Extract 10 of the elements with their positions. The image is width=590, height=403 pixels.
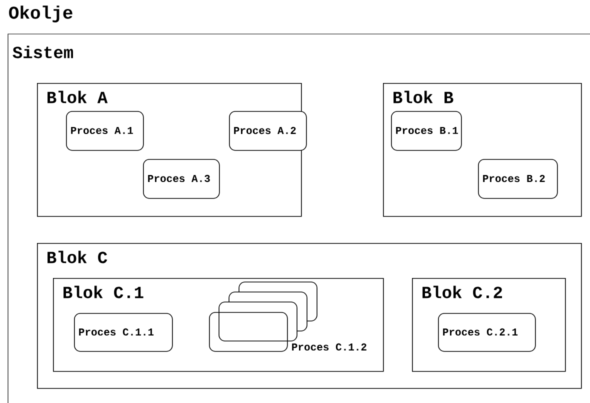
node-label: Proces C.1.2 <box>292 343 366 351</box>
stacked-process-box: Proces C.1.2 <box>209 282 366 352</box>
heading: Okolje <box>9 6 72 22</box>
process-box: Proces C.1.1 <box>74 313 173 352</box>
process-box: Proces A.1 <box>66 111 144 151</box>
process-box: Proces B.2 <box>478 158 558 199</box>
process-box: Proces C.2.1 <box>438 313 536 352</box>
process-box: Proces B.1 <box>391 111 462 151</box>
process-box: Proces A.2 <box>229 111 307 151</box>
process-box: Proces A.3 <box>143 158 220 199</box>
